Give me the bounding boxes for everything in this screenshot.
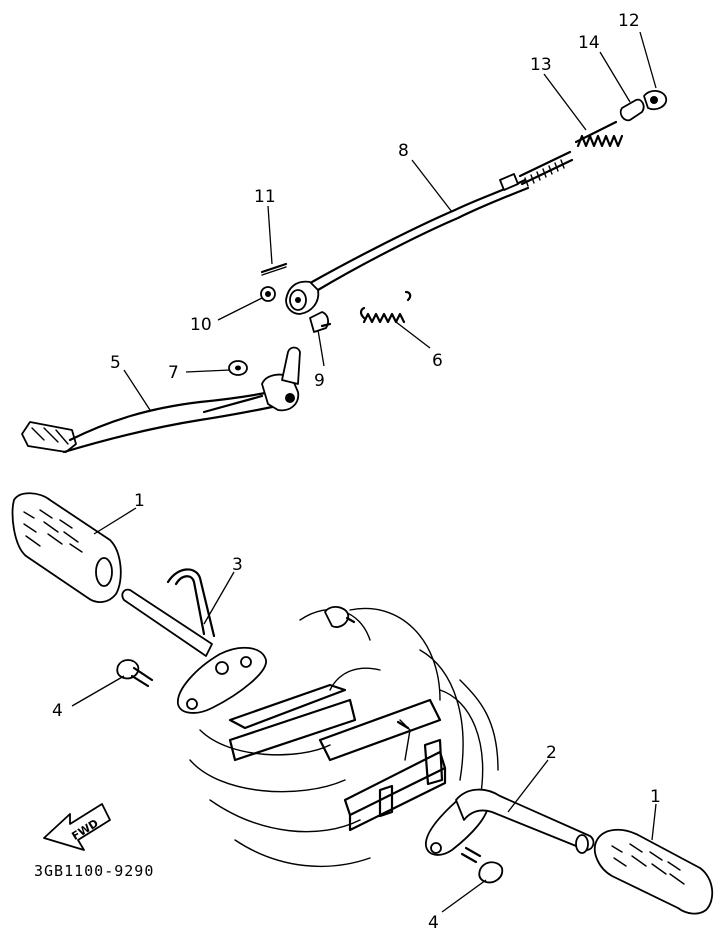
callout-5: 5 bbox=[110, 353, 121, 373]
bolt-right bbox=[460, 846, 504, 884]
callout-8: 8 bbox=[398, 141, 409, 161]
leader-lines bbox=[71, 31, 657, 913]
shift-rod bbox=[310, 150, 574, 292]
callout-1-left: 1 bbox=[134, 491, 145, 511]
callout-2: 2 bbox=[546, 743, 557, 763]
pin-9 bbox=[309, 311, 332, 333]
diagram-code: 3GB1100-9290 bbox=[34, 862, 154, 880]
callout-11: 11 bbox=[254, 187, 276, 207]
callout-10: 10 bbox=[190, 315, 212, 335]
callout-labels: 12 14 13 8 11 10 9 6 7 5 1 3 4 2 1 4 bbox=[52, 11, 661, 933]
callout-4-right: 4 bbox=[428, 913, 439, 933]
bolt-left bbox=[116, 659, 154, 688]
callout-7: 7 bbox=[168, 363, 179, 383]
footrest-rubber-right bbox=[593, 828, 714, 915]
spring-13 bbox=[574, 120, 624, 148]
pin-11 bbox=[260, 262, 288, 276]
rod-joint bbox=[285, 280, 320, 315]
callout-14: 14 bbox=[578, 33, 600, 53]
callout-12: 12 bbox=[618, 11, 640, 31]
callout-1-right: 1 bbox=[650, 787, 661, 807]
spring-6 bbox=[359, 290, 412, 324]
callout-6: 6 bbox=[432, 351, 443, 371]
footrest-bracket-right bbox=[425, 788, 595, 856]
callout-13: 13 bbox=[530, 55, 552, 75]
washer-7 bbox=[228, 360, 248, 376]
joint-12 bbox=[643, 90, 668, 111]
callout-9: 9 bbox=[314, 371, 325, 391]
footrest-bracket-left bbox=[121, 568, 267, 714]
joint-14 bbox=[619, 98, 645, 122]
callout-3: 3 bbox=[232, 555, 243, 575]
callout-4-left: 4 bbox=[52, 701, 63, 721]
washer-10 bbox=[260, 286, 276, 302]
shift-pedal bbox=[21, 346, 301, 454]
frame-outline bbox=[189, 606, 499, 868]
fwd-arrow: FWD bbox=[43, 803, 111, 851]
footrest-rubber-left bbox=[11, 492, 122, 603]
